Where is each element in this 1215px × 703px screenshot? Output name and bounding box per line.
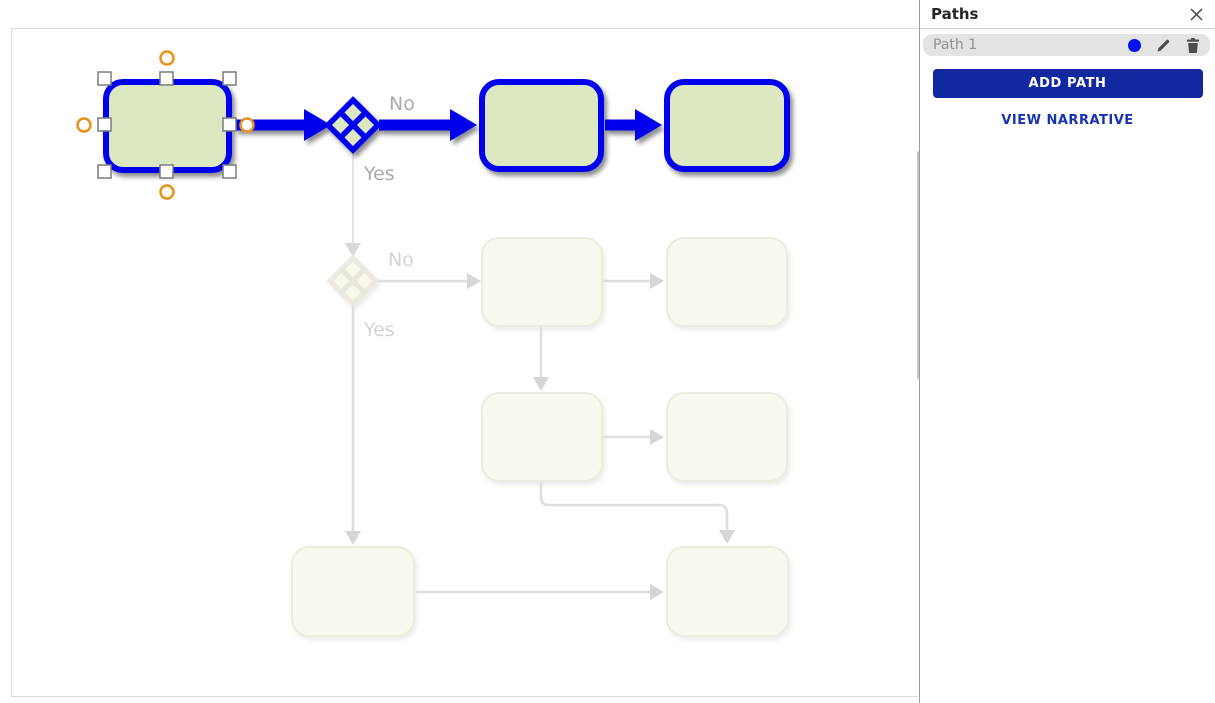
faded-arrowhead-4 — [650, 429, 664, 445]
faded-task-box-2[interactable] — [666, 237, 788, 327]
connector-1-arrowhead — [304, 109, 331, 141]
connection-point-top[interactable] — [159, 50, 175, 66]
faded-arrowhead-1 — [467, 273, 481, 289]
trash-icon — [1187, 37, 1199, 53]
faded-connector-elbow[interactable] — [539, 482, 729, 530]
active-flow-group: No Yes — [76, 50, 790, 200]
task-box-3[interactable] — [664, 79, 790, 172]
connector-3-arrowhead — [635, 109, 662, 141]
flowchart-svg: No Yes — [76, 50, 790, 637]
decision-gateway[interactable] — [324, 96, 382, 154]
faded-decision-gateway[interactable] — [326, 254, 380, 308]
view-narrative-link[interactable]: VIEW NARRATIVE — [1001, 113, 1134, 128]
faded-task-box-4[interactable] — [666, 392, 788, 482]
connection-points — [76, 50, 255, 200]
faded-arrowhead-7 — [650, 584, 664, 600]
faded-arrowhead-6 — [345, 531, 361, 545]
faded-arrowhead-3 — [533, 377, 549, 391]
selection-handle-ne[interactable] — [222, 71, 237, 86]
selection-handle-w[interactable] — [97, 117, 112, 132]
task-box-selected[interactable] — [103, 79, 232, 173]
pencil-icon — [1157, 39, 1170, 51]
faded-task-box-3[interactable] — [481, 392, 603, 482]
add-path-button[interactable]: ADD PATH — [932, 69, 1203, 98]
faded-connector-arrowhead — [345, 243, 361, 257]
path-name-label: Path 1 — [933, 37, 978, 53]
close-panel-button[interactable] — [1187, 5, 1206, 24]
faded-flow-group: No Yes — [291, 152, 789, 637]
connection-point-bottom[interactable] — [159, 184, 175, 200]
faded-arrowhead-5 — [719, 530, 735, 544]
selection-handle-sw[interactable] — [97, 164, 112, 179]
selection-handle-se[interactable] — [222, 164, 237, 179]
connector-2-arrowhead — [450, 109, 477, 141]
connection-point-arrow-start[interactable] — [239, 117, 255, 133]
selection-handle-n[interactable] — [159, 71, 174, 86]
paths-panel-header: Paths — [920, 0, 1215, 29]
faded-task-box-1[interactable] — [481, 237, 603, 327]
diagram-canvas[interactable]: No Yes — [11, 28, 925, 697]
selection-handle-e[interactable] — [222, 117, 237, 132]
edit-path-button[interactable] — [1156, 38, 1171, 53]
faded-no-label: No — [388, 249, 414, 271]
task-box-2[interactable] — [479, 79, 604, 172]
selection-handles — [97, 71, 237, 179]
decision-no-label: No — [389, 93, 415, 115]
path-color-swatch[interactable] — [1128, 38, 1141, 52]
decision-yes-label: Yes — [363, 163, 395, 185]
delete-path-button[interactable] — [1186, 37, 1200, 53]
faded-yes-label: Yes — [363, 319, 395, 341]
paths-panel: Paths Path 1 — [919, 0, 1215, 703]
faded-task-box-5[interactable] — [291, 546, 415, 637]
faded-task-box-6[interactable] — [666, 546, 789, 637]
selection-handle-nw[interactable] — [97, 71, 112, 86]
panel-title: Paths — [931, 5, 979, 23]
connection-point-left[interactable] — [76, 117, 92, 133]
selection-handle-s[interactable] — [159, 164, 174, 179]
close-icon — [1190, 7, 1203, 21]
faded-arrowhead-2 — [650, 273, 664, 289]
path-list-item[interactable]: Path 1 — [923, 34, 1210, 56]
path-item-actions — [1128, 37, 1200, 53]
